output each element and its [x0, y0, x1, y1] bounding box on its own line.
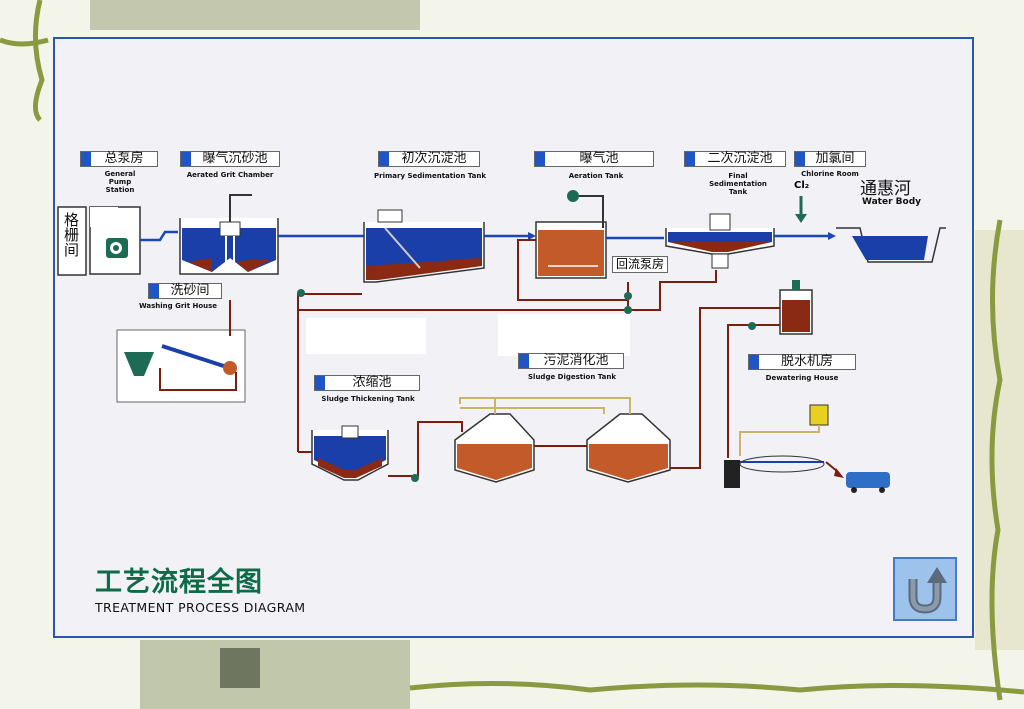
washing-grit-house — [116, 329, 246, 403]
blank-panel — [306, 318, 426, 354]
screen-house-label: 格栅间 — [62, 212, 80, 257]
sludge-truck-icon — [846, 472, 890, 493]
blank-panel — [498, 314, 630, 356]
water-body — [836, 227, 946, 263]
station-en-washing-grit: Washing Grit House — [138, 302, 218, 310]
station-label-washing-grit: 洗砂间 — [148, 283, 222, 299]
station-label-final-sed: 二次沉淀池 — [684, 151, 786, 167]
station-en-primary-sed: Primary Sedimentation Tank — [374, 172, 486, 180]
sludge-digestion-tank-1 — [454, 413, 535, 483]
station-en-aerated-grit: Aerated Grit Chamber — [186, 171, 274, 179]
pump-icon — [106, 238, 128, 258]
return-pump-label: 回流泵房 — [612, 256, 669, 273]
station-label-primary-sed: 初次沉淀池 — [378, 151, 480, 167]
station-en-thickening: Sludge Thickening Tank — [321, 395, 415, 403]
station-label-thickening: 浓缩池 — [314, 375, 420, 391]
diagram-title-en: TREATMENT PROCESS DIAGRAM — [95, 600, 306, 615]
diagram-title-zh: 工艺流程全图 — [95, 567, 263, 598]
final-sedimentation-tank — [665, 213, 775, 269]
station-label-aeration: 曝气池 — [534, 151, 654, 167]
dewatering-machine — [724, 404, 829, 488]
station-en-digestion: Sludge Digestion Tank — [528, 373, 616, 381]
primary-sedimentation-tank — [363, 209, 485, 283]
station-en-final-sed: Final Sedimentation Tank — [709, 172, 767, 196]
station-en-chlorine: Chlorine Room — [801, 170, 859, 178]
station-en-aeration: Aeration Tank — [568, 172, 624, 180]
station-label-chlorine: 加氯间 — [794, 151, 866, 167]
aeration-tank — [535, 190, 607, 279]
sludge-storage-tank — [779, 280, 813, 335]
aerated-grit-chamber-tank — [179, 194, 279, 275]
station-en-general-pump: General Pump Station — [104, 170, 136, 194]
station-label-dewatering: 脱水机房 — [748, 354, 856, 370]
station-label-general-pump: 总泵房 — [80, 151, 158, 167]
station-label-aerated-grit: 曝气沉砂池 — [180, 151, 280, 167]
station-label-digestion: 污泥消化池 — [518, 353, 624, 369]
back-button[interactable] — [893, 557, 957, 621]
water-body-en: Water Body — [862, 197, 922, 207]
screen-house — [57, 206, 87, 276]
sludge-thickening-tank — [311, 425, 389, 481]
water-body-zh: 通惠河 — [860, 179, 911, 199]
u-turn-arrow-icon — [908, 567, 947, 614]
sludge-digestion-tank-2 — [586, 413, 671, 483]
chlorine-formula: Cl₂ — [794, 180, 810, 191]
station-en-dewatering: Dewatering House — [765, 374, 839, 382]
